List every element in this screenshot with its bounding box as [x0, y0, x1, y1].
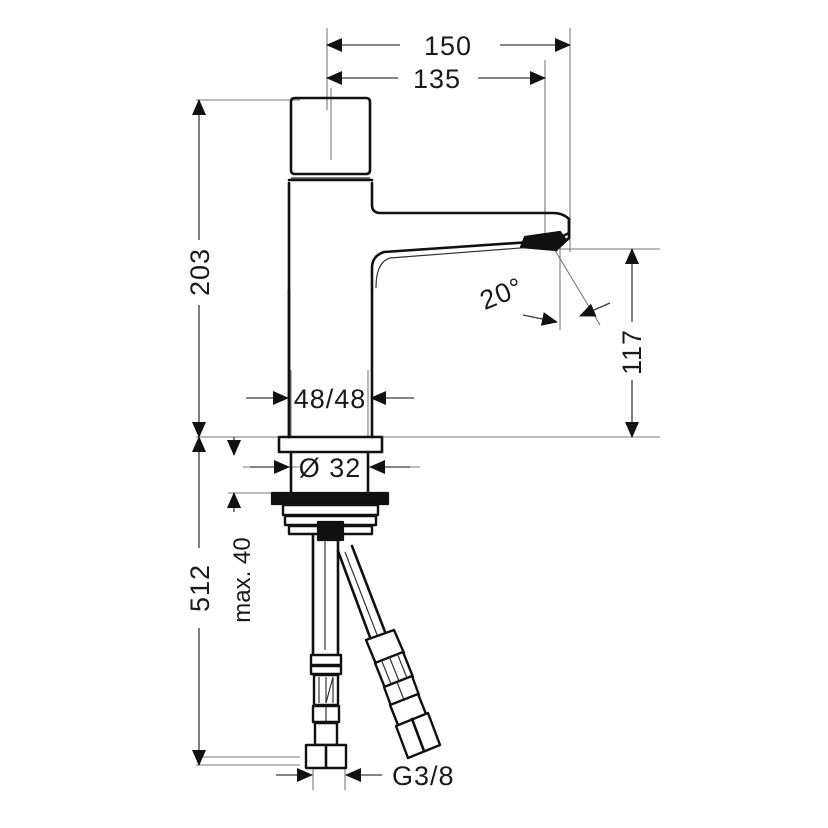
hose-left-knurl — [318, 676, 334, 704]
shank-outline — [289, 450, 370, 495]
dim-label-angle-20: 20° — [476, 272, 528, 316]
hose-left-ferrule-2 — [309, 664, 343, 676]
handle-outline — [289, 96, 372, 176]
supply-hose-right-centerline — [344, 551, 382, 646]
dim-label-max-40: max. 40 — [229, 537, 256, 622]
dim-label-135: 135 — [413, 64, 461, 94]
deck-flange — [277, 435, 384, 454]
hose-right-knurl — [380, 652, 408, 685]
dim-label-203: 203 — [185, 248, 215, 296]
dimension-117: 117 — [617, 248, 647, 438]
dimension-angle-20: 20° — [476, 272, 611, 326]
dimension-g38: G3/8 — [276, 761, 455, 791]
mounting-washer — [270, 491, 390, 506]
mounting-nut-mid — [283, 514, 378, 527]
dim-label-117: 117 — [617, 329, 647, 375]
dimension-512: 512 — [185, 436, 215, 766]
dim-label-48-48: 48/48 — [294, 384, 367, 414]
dim-label-g38: G3/8 — [392, 761, 455, 791]
dimension-max-40: max. 40 — [227, 437, 256, 623]
spout-tip-edge — [554, 217, 571, 252]
dimension-diameter-32: Ø 32 — [250, 453, 410, 483]
dimension-48-48: 48/48 — [246, 384, 414, 414]
hose-left-thread — [313, 721, 339, 747]
extension-lines — [196, 28, 660, 790]
mounting-nut-upper — [281, 503, 380, 517]
dim-label-150: 150 — [424, 31, 472, 61]
dimension-135: 135 — [326, 64, 546, 94]
dimension-203: 203 — [185, 99, 215, 438]
faucet-body-outline — [270, 96, 571, 770]
dim-label-diameter-32: Ø 32 — [299, 453, 362, 483]
dim-label-512: 512 — [185, 564, 215, 612]
dimension-150: 150 — [326, 31, 571, 61]
column-lower — [287, 288, 374, 439]
hose-left-ferrule-1 — [309, 653, 343, 667]
